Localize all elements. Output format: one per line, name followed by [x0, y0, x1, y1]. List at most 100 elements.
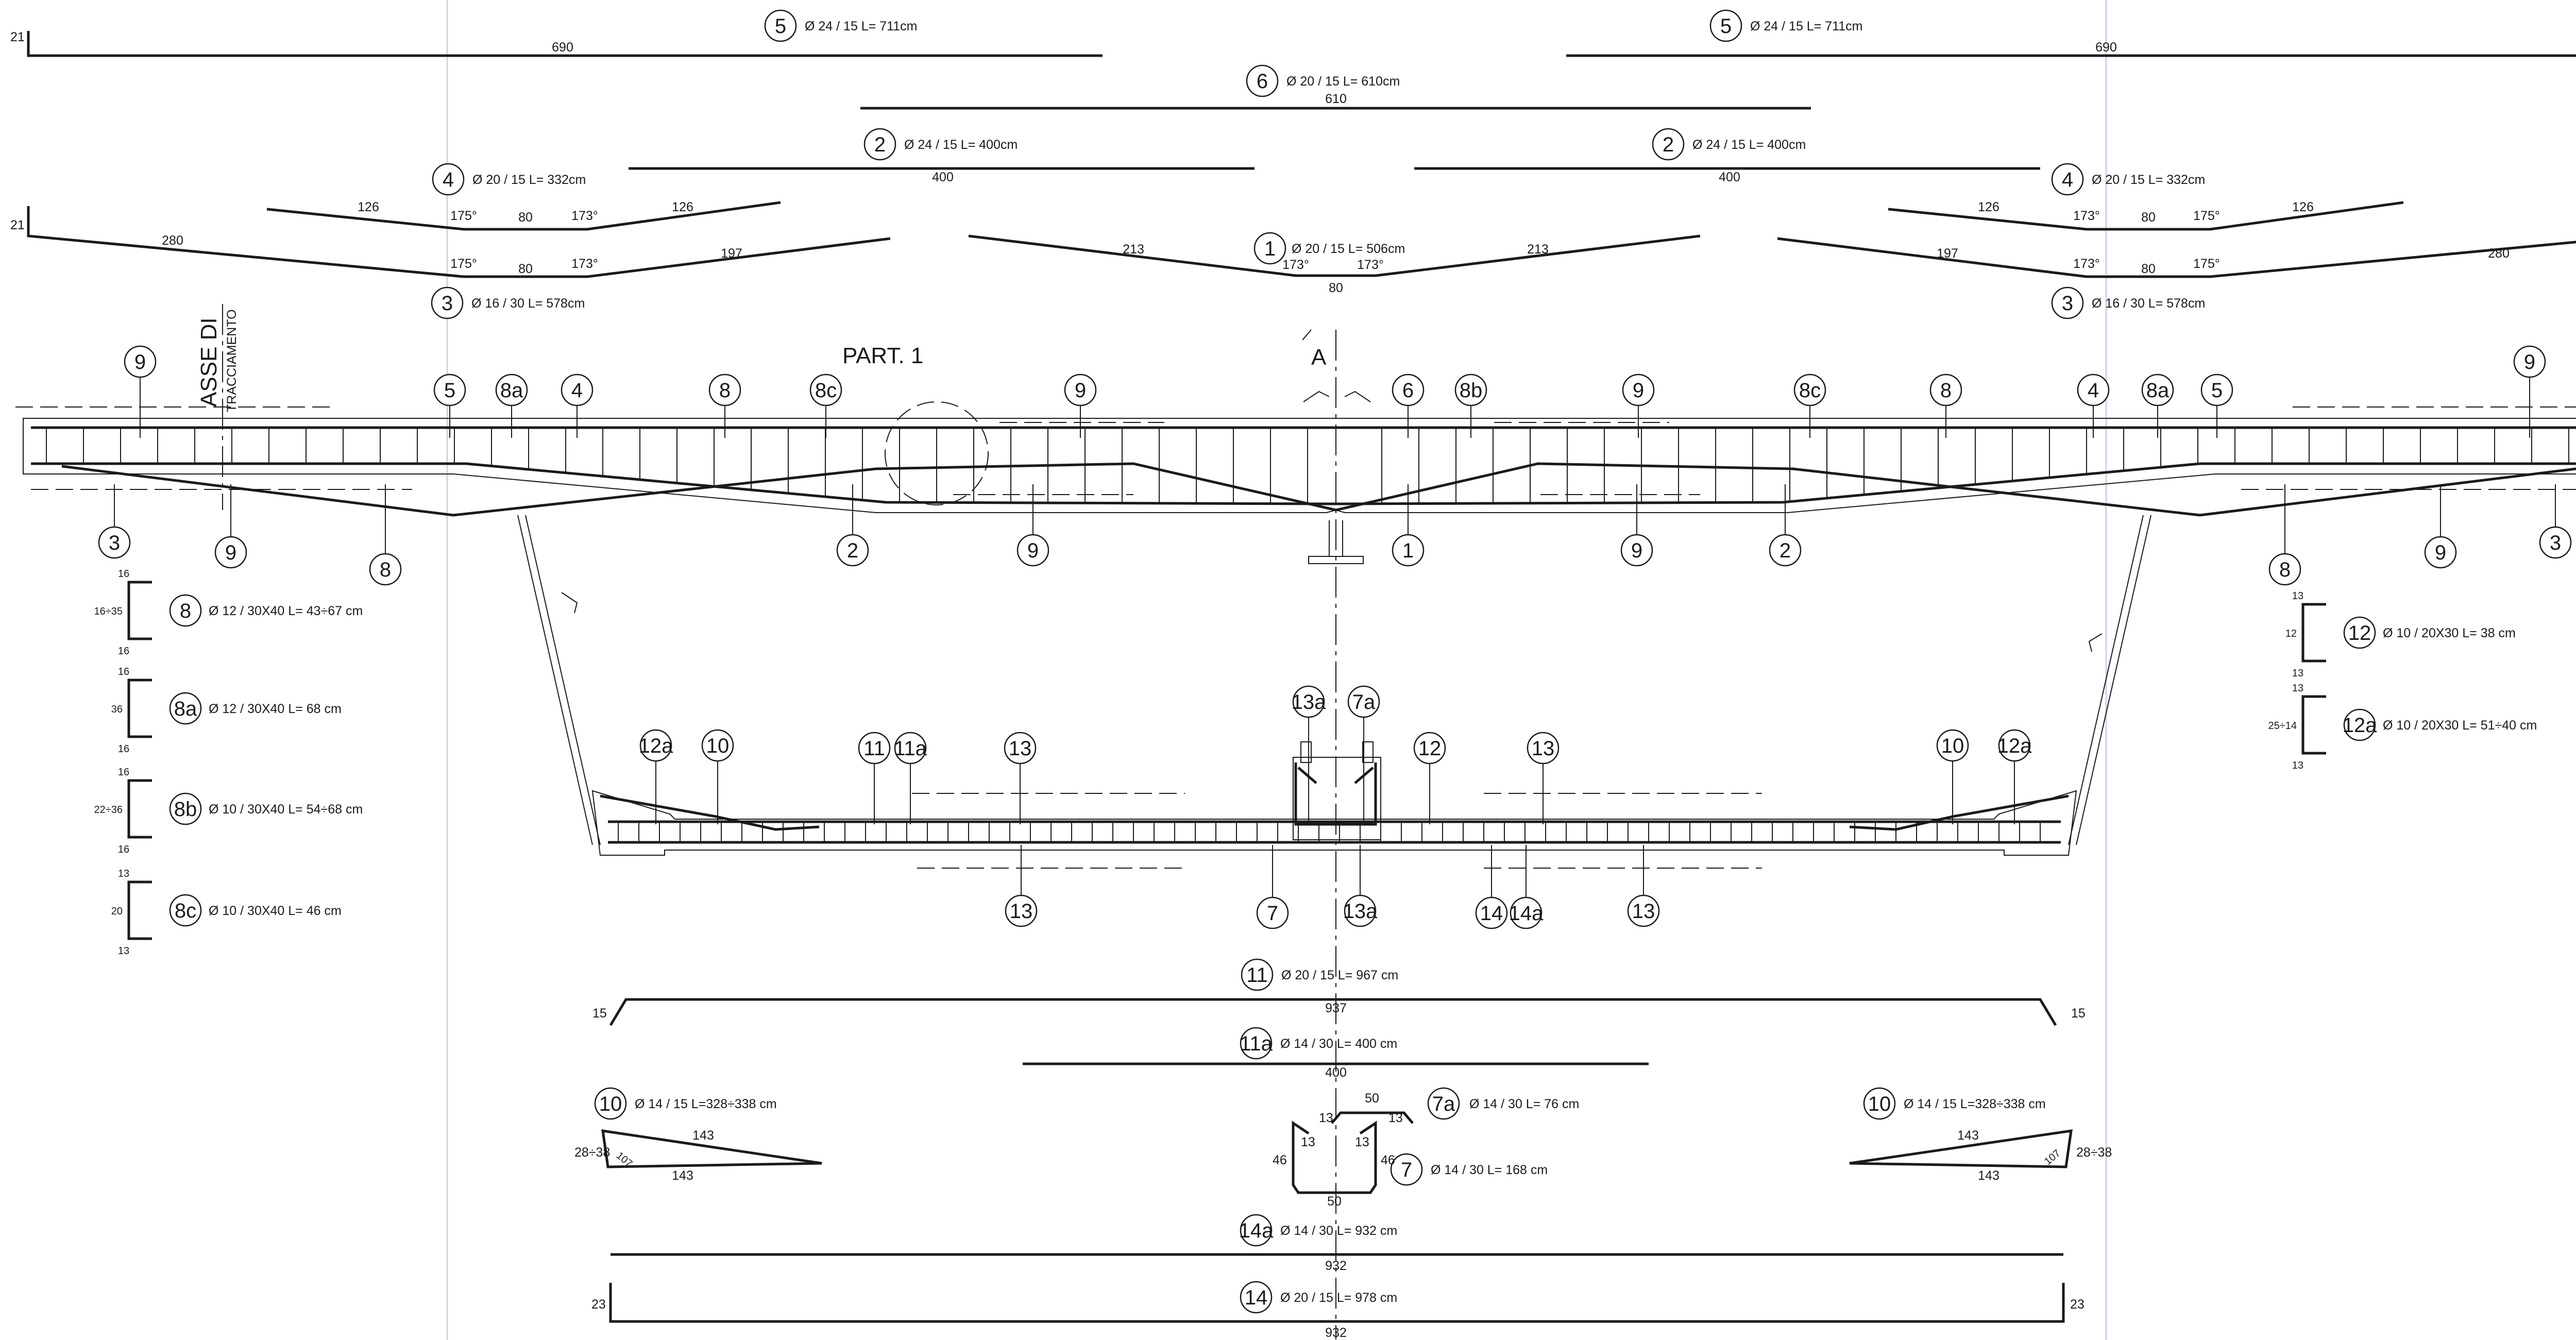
- bar-dim: 28÷38: [2076, 1145, 2112, 1160]
- callout-2: 2: [1769, 484, 1802, 567]
- stirrup-spec: Ø 10 / 20X30 L= 38 cm: [2383, 626, 2516, 640]
- stirrup-dim: 16÷35: [94, 606, 123, 617]
- callout-label: 11: [863, 737, 885, 760]
- bar-mark: 7: [1401, 1159, 1412, 1181]
- callout-label: 12a: [639, 735, 673, 757]
- bar-7: 7 Ø 14 / 30 L= 168 cm 13 13 46 46 50: [1273, 1121, 1548, 1209]
- bar-dim: 143: [1957, 1128, 1979, 1143]
- callout-12a: 12a: [639, 729, 673, 824]
- stirrup-spec: Ø 12 / 30X40 L= 68 cm: [209, 702, 342, 716]
- bar-dim: 80: [2141, 210, 2156, 225]
- callout-label: 10: [706, 735, 730, 757]
- callout-7a: 7a: [1347, 685, 1380, 824]
- bar-mark: 11: [1246, 964, 1268, 987]
- bar-14a: 14a Ø 14 / 30 L= 932 cm 932: [611, 1214, 2063, 1273]
- bar-3-left: 3 Ø 16 / 30 L= 578cm 280 80 197 175° 173…: [10, 206, 891, 319]
- bar-dim: 23: [2070, 1297, 2084, 1312]
- callout-14: 14: [1475, 845, 1508, 929]
- callout-9: 9: [214, 484, 247, 569]
- bar-mark: 3: [2062, 292, 2073, 315]
- stirrup-dim: 12: [2285, 628, 2297, 639]
- bar-dim: 23: [591, 1297, 606, 1312]
- bar-angle: 173°: [1357, 258, 1384, 272]
- callout-8c: 8c: [809, 374, 842, 438]
- callout-10: 10: [701, 729, 734, 824]
- bar-dim: 400: [1719, 170, 1740, 184]
- callout-label: 3: [109, 532, 120, 554]
- callout-label: 4: [571, 379, 583, 402]
- callout-11a: 11a: [894, 732, 927, 824]
- bar-angle: 173°: [1282, 258, 1309, 272]
- deck-section: ASSE DI TRACCIAMENTO A PART. 1: [15, 304, 2576, 1339]
- callout-13: 13: [1004, 732, 1037, 824]
- bar-angle: 175°: [2193, 209, 2220, 223]
- callout-label: 9: [2435, 541, 2446, 564]
- bar-spec: Ø 20 / 15 L= 967 cm: [1281, 968, 1398, 982]
- callout-8: 8: [369, 484, 402, 586]
- callout-label: 7a: [1352, 691, 1376, 714]
- bar-mark: 1: [1264, 238, 1276, 260]
- bar-mark: 5: [775, 15, 786, 38]
- stirrup-dim: 16: [118, 767, 129, 778]
- bar-spec: Ø 20 / 15 L= 610cm: [1286, 74, 1400, 89]
- bar-spec: Ø 24 / 15 L= 711cm: [805, 19, 917, 33]
- bar-dim: 126: [672, 200, 693, 214]
- bar-spec: Ø 24 / 15 L= 711cm: [1750, 19, 1862, 33]
- bar-end-dim: 21: [10, 30, 25, 44]
- stirrup-dim: 13: [2292, 668, 2303, 679]
- callout-10: 10: [1936, 729, 1969, 824]
- bar-dim: 197: [721, 246, 742, 261]
- stirrup-mark: 8b: [174, 798, 197, 821]
- bar-dim: 937: [1325, 1001, 1347, 1015]
- callout-8b: 8b: [1454, 374, 1487, 438]
- callout-7: 7: [1256, 845, 1289, 929]
- bar-angle: 175°: [450, 257, 477, 271]
- callout-label: 9: [2524, 351, 2535, 374]
- callout-label: 14a: [1509, 902, 1544, 925]
- callout-label: 8c: [1799, 379, 1821, 402]
- bar-dim: 690: [2095, 40, 2117, 55]
- bar-dim: 15: [2071, 1006, 2086, 1021]
- bar-dim: 46: [1381, 1153, 1395, 1167]
- callout-3: 3: [2539, 484, 2572, 559]
- callout-3: 3: [98, 484, 131, 559]
- stirrup-dim: 13: [2292, 760, 2303, 771]
- bar-mark: 4: [443, 168, 454, 191]
- bar-2-right: 2 Ø 24 / 15 L= 400cm 400: [1414, 128, 2040, 184]
- deck-stirrups: [46, 428, 2569, 504]
- bar-mark: 3: [442, 292, 453, 315]
- stirrup-mark: 8a: [174, 698, 197, 720]
- bar-5-right: 5 Ø 24 / 15 L= 711cm 690 21: [1566, 9, 2576, 57]
- callout-label: 5: [444, 379, 455, 402]
- bar-spec: Ø 20 / 15 L= 506cm: [1292, 242, 1405, 256]
- callout-label: 8: [1940, 379, 1952, 402]
- bar-spec: Ø 14 / 30 L= 76 cm: [1469, 1097, 1579, 1111]
- bar-6: 6 Ø 20 / 15 L= 610cm 610: [860, 64, 1811, 110]
- bar-10-left: 10 Ø 14 / 15 L=328÷338 cm 143 143 28÷38 …: [574, 1087, 822, 1183]
- stirrup-spec: Ø 10 / 20X30 L= 51÷40 cm: [2383, 718, 2537, 733]
- callout-2: 2: [836, 484, 869, 567]
- bar-dim: 400: [1325, 1065, 1347, 1080]
- stirrup-dim: 16: [118, 568, 129, 580]
- callout-label: 12: [1418, 737, 1442, 760]
- callout-12: 12: [1413, 732, 1446, 824]
- bar-angle: 173°: [571, 257, 598, 271]
- callout-label: 8: [380, 558, 391, 581]
- stirrup-spec: Ø 10 / 30X40 L= 46 cm: [209, 904, 342, 918]
- bar-dim: 197: [1937, 246, 1958, 261]
- callout-label: 8c: [815, 379, 837, 402]
- callout-13a: 13a: [1292, 685, 1326, 824]
- callout-4: 4: [561, 374, 594, 438]
- bar-spec: Ø 20 / 15 L= 978 cm: [1280, 1291, 1397, 1305]
- stirrup-mark: 8: [180, 600, 191, 622]
- callout-9: 9: [1064, 374, 1097, 438]
- bar-dim: 80: [518, 262, 533, 276]
- stirrup-dim: 13: [118, 945, 129, 957]
- callout-8: 8: [2268, 484, 2301, 586]
- callout-label: 8: [719, 379, 731, 402]
- bar-mark: 7a: [1432, 1093, 1455, 1115]
- bar-mark: 14: [1245, 1286, 1268, 1309]
- callout-label: 2: [847, 539, 858, 562]
